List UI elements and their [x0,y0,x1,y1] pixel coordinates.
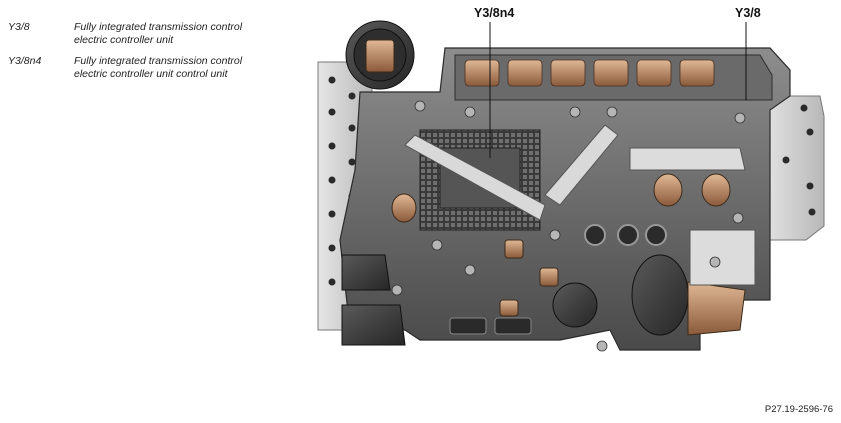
bottom-solenoids [499,239,559,317]
legend-description-line: electric controller unit control unit [74,67,228,80]
housing-bolts [391,100,746,352]
motor-bracket [689,229,756,286]
legend-row-y3-8n4: Y3/8n4 Fully integrated transmission con… [8,55,274,80]
connector-plug [365,39,395,73]
legend-description: Fully integrated transmission control el… [74,55,274,80]
bottom-ports [449,317,532,335]
lead-frame-arm [404,134,546,221]
legend: Y3/8 Fully integrated transmission contr… [8,21,274,89]
speed-sensor [653,173,683,207]
plate-holes [782,104,816,216]
gear-wheel [552,282,598,328]
hydraulic-ports [584,224,667,246]
motor-connector [687,281,746,336]
callout-label-y3-8n4: Y3/8n4 [474,6,515,20]
legend-row-y3-8: Y3/8 Fully integrated transmission contr… [8,21,274,46]
legend-description-line: Fully integrated transmission control [74,21,243,33]
legend-code: Y3/8 [8,21,30,33]
speed-sensor [391,193,417,223]
hose-connector-upper [341,254,391,291]
legend-description: Fully integrated transmission control el… [74,21,274,46]
speed-sensor [701,173,731,207]
legend-code: Y3/8n4 [8,55,42,67]
legend-description-line: Fully integrated transmission control [74,55,243,67]
figure-reference: P27.19-2596-76 [764,404,833,415]
lead-frame-arm [544,124,619,206]
sensor-bracket [629,147,746,171]
electric-motor [631,254,689,336]
callout-label-y3-8: Y3/8 [735,6,761,20]
hose-connector-lower [341,304,406,346]
legend-description-line: electric controller unit [74,33,174,46]
